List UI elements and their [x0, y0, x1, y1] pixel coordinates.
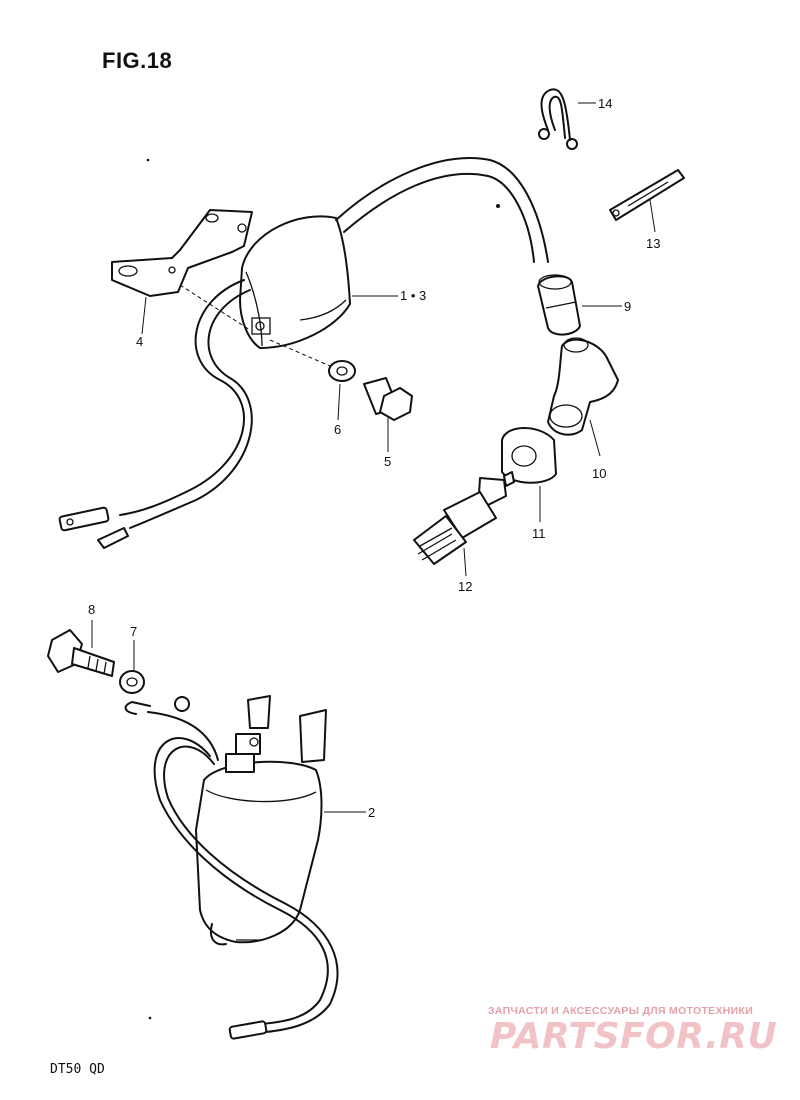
clip-part-14 [538, 88, 578, 150]
washer-part-7 [119, 670, 145, 694]
bracket-part-4 [111, 209, 253, 331]
watermark-brand: PARTSFOR.RU [490, 1016, 778, 1057]
label-9: 9 [624, 299, 631, 314]
label-12: 12 [458, 579, 472, 594]
strap-part-13 [609, 169, 685, 221]
coil-part-2 [124, 695, 339, 1040]
scan-dots [146, 158, 500, 1020]
label-10: 10 [592, 466, 606, 481]
spark-plug-part-12 [413, 471, 515, 565]
label-6: 6 [334, 422, 341, 437]
label-5: 5 [384, 454, 391, 469]
bolt-part-8 [47, 629, 115, 677]
label-4: 4 [136, 334, 143, 349]
label-2: 2 [368, 805, 375, 820]
label-1-3: 1 • 3 [400, 288, 426, 303]
plug-cap-part-10 [547, 337, 619, 436]
washer-part-6 [328, 360, 356, 382]
leader-lines [91, 102, 656, 813]
coil-wire [58, 279, 253, 549]
bolt-part-5 [363, 377, 413, 421]
watermark-caption: ЗАПЧАСТИ И АКСЕССУАРЫ ДЛЯ МОТОТЕХНИКИ [488, 1005, 754, 1017]
figure-title: FIG.18 [102, 48, 173, 73]
label-14: 14 [598, 96, 612, 111]
label-11: 11 [532, 526, 546, 541]
label-8: 8 [88, 602, 95, 617]
cap-part-9 [537, 274, 581, 336]
model-code: DT50 QD [50, 1062, 105, 1077]
ignition-coil-part-1-3 [239, 157, 549, 367]
label-13: 13 [646, 236, 660, 251]
label-7: 7 [130, 624, 137, 639]
